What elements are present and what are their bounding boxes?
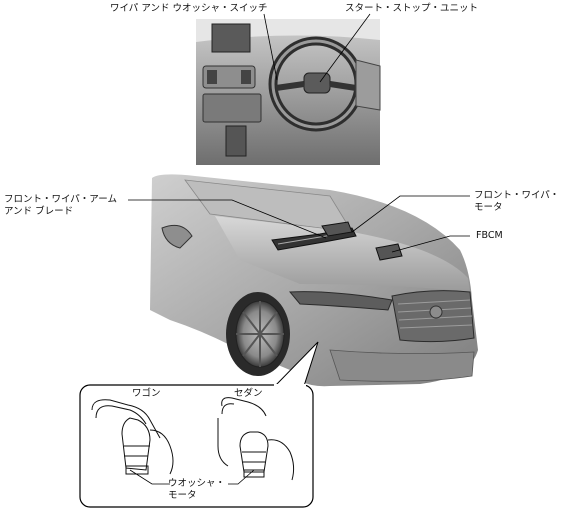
pointer-joint <box>274 384 306 387</box>
label-front-wiper-arm-line1: フロント・ワイパ・アーム <box>4 194 117 205</box>
car-illustration <box>150 174 478 387</box>
label-washer-motor-line1: ウオッシャ・ <box>168 478 226 489</box>
label-wagon: ワゴン <box>132 388 161 399</box>
dashboard-illustration <box>196 19 381 165</box>
label-fbcm: FBCM <box>476 230 503 241</box>
label-front-wiper-motor-line2: モータ <box>474 202 503 213</box>
label-sedan: セダン <box>234 388 263 399</box>
label-front-wiper-motor-line1: フロント・ワイパ・ <box>474 190 560 201</box>
label-start-stop-unit: スタート・ストップ・ユニット <box>345 3 479 14</box>
label-washer-motor-line2: モータ <box>168 490 197 501</box>
sedan-washer-motor-drawing <box>217 397 295 481</box>
label-wiper-washer-switch: ワイパ アンド ウオッシャ・スイッチ <box>110 3 268 14</box>
leader-lines <box>128 13 470 485</box>
detail-inset-pointer <box>274 341 319 387</box>
wagon-washer-motor-drawing <box>91 399 174 475</box>
label-front-wiper-arm-line2: アンド ブレード <box>4 206 74 217</box>
